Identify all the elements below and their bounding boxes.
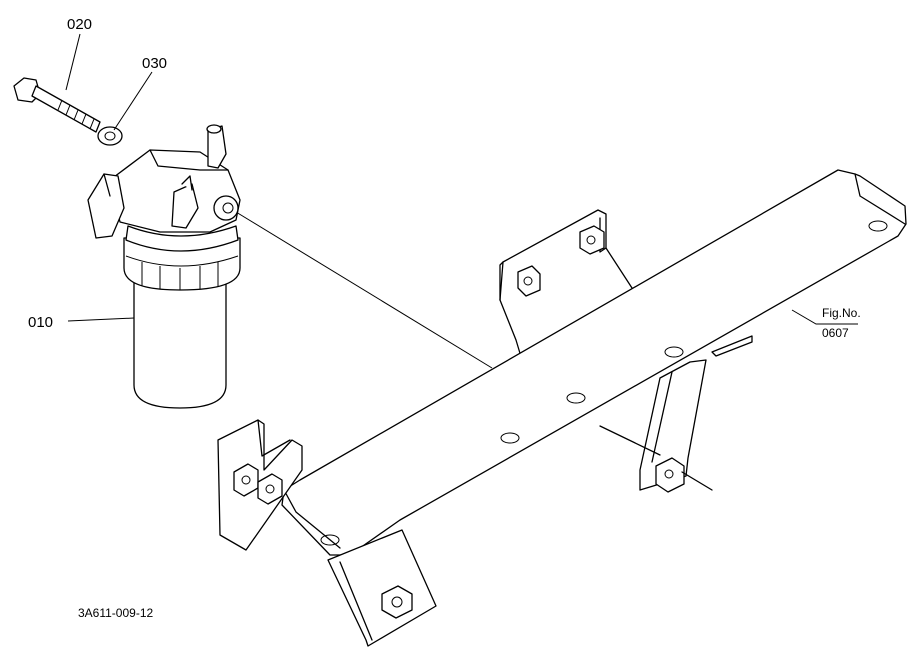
- front-nut-2: [257, 473, 283, 505]
- frame-bracket: [217, 169, 907, 647]
- fig-ref-leader: [791, 309, 858, 325]
- rear-nut-1: [517, 265, 541, 297]
- fuel-filter-assembly: [87, 124, 241, 409]
- sealing-washer: [97, 126, 123, 146]
- filter-leader: [67, 317, 135, 322]
- callout-filter: 010: [28, 314, 53, 331]
- right-leg-nut: [655, 457, 685, 493]
- rear-nut-2: [579, 225, 605, 255]
- callout-bolt: 020: [67, 16, 92, 33]
- drawing-code: 3A611-009-12: [78, 606, 153, 620]
- callout-washer: 030: [142, 55, 167, 72]
- fig-ref-number: 0607: [822, 326, 849, 340]
- front-leg-nut: [381, 585, 413, 619]
- bolt-leader: [65, 33, 81, 91]
- washer-leader: [113, 71, 153, 131]
- fig-ref-label: Fig.No.: [822, 306, 861, 320]
- mounting-leader-line: [235, 211, 493, 369]
- banjo-bolt: [13, 77, 101, 133]
